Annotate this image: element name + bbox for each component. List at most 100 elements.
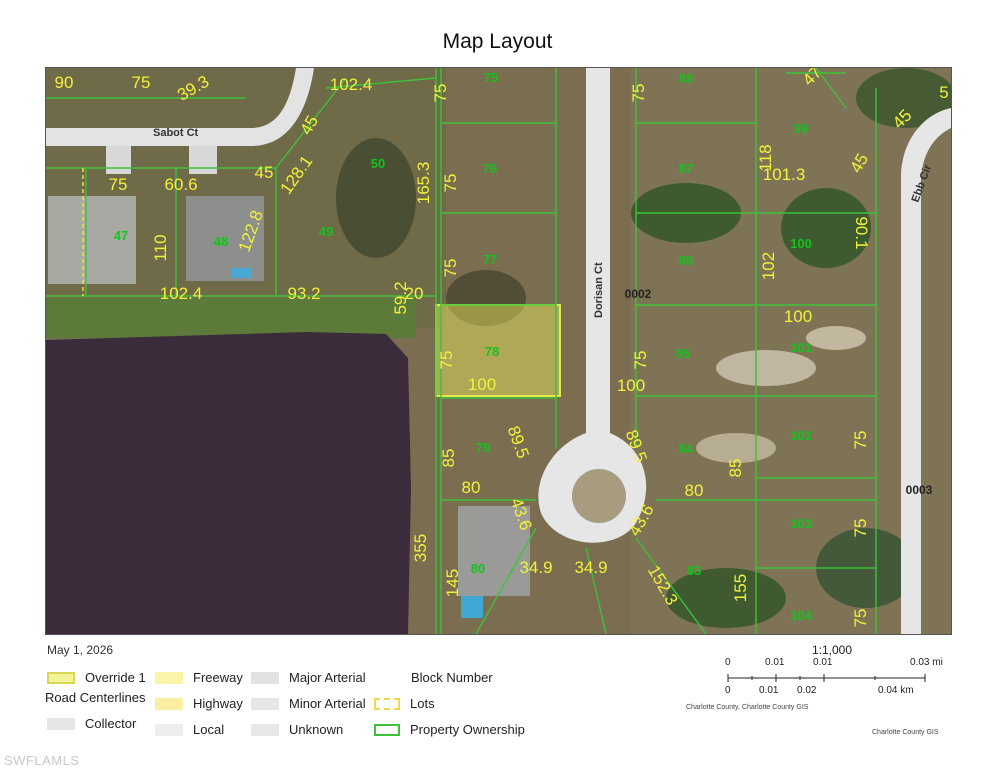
- lot-number-label: 104: [790, 608, 812, 623]
- block-number-label: 0002: [625, 287, 652, 301]
- local-swatch: [155, 723, 183, 736]
- dimension-label: 75: [629, 84, 648, 103]
- legend-collector: Collector: [47, 716, 136, 731]
- lake: [46, 332, 411, 634]
- lot-number-label: 48: [214, 234, 228, 249]
- scale-mi-2: 0.01: [813, 657, 833, 668]
- lot-number-label: 100: [790, 236, 812, 251]
- pool: [461, 596, 483, 618]
- driveway: [189, 146, 217, 174]
- dimension-label: 100: [468, 375, 496, 394]
- dimension-label: 75: [437, 351, 456, 370]
- lot-number-label: 49: [319, 224, 333, 239]
- sand-patch: [696, 433, 776, 463]
- ebb-cir-road: [901, 108, 951, 634]
- scale-km-1: 0.01: [759, 685, 779, 696]
- lot-number-label: 79: [476, 440, 490, 455]
- grass-bank: [46, 298, 416, 338]
- dimension-label: 102: [759, 252, 778, 280]
- unknown-swatch: [251, 723, 279, 736]
- legend-road-centerlines: Road Centerlines: [45, 690, 146, 705]
- vegetation: [666, 568, 786, 628]
- map-credit: Charlotte County GIS: [872, 729, 939, 736]
- dimension-label: 85: [439, 449, 458, 468]
- scale-mi-0: 0: [725, 657, 731, 668]
- scale-km-2: 0.02: [797, 685, 817, 696]
- road-label-sabot: Sabot Ct: [153, 127, 199, 139]
- dimension-label: 45: [255, 163, 274, 182]
- dorisan-ct-road: [538, 68, 647, 543]
- dimension-label: 155: [731, 574, 750, 602]
- dimension-label: 60.6: [164, 175, 197, 194]
- dimension-label: 118: [756, 144, 775, 171]
- minor-arterial-swatch: [251, 697, 279, 710]
- scale-ratio: 1:1,000: [811, 643, 853, 657]
- sand-patch: [806, 326, 866, 350]
- legend-property-ownership: Property Ownership: [374, 722, 525, 737]
- scale-mi-1: 0.01: [765, 657, 785, 668]
- lot-number-label: 76: [483, 161, 497, 176]
- dimension-label: 90: [55, 73, 74, 92]
- lots-swatch: [374, 697, 400, 710]
- vegetation: [856, 68, 951, 128]
- lot-number-label: 78: [485, 344, 499, 359]
- scale-bar: [727, 674, 926, 682]
- dimension-label: 80: [462, 478, 481, 497]
- page-title: Map Layout: [442, 30, 553, 53]
- dimension-label: 100: [617, 376, 645, 395]
- legend-major-arterial: Major Arterial: [251, 670, 366, 685]
- sabot-ct-road: [46, 68, 314, 146]
- dimension-label: 20: [405, 284, 424, 303]
- dimension-label: 102.4: [330, 75, 373, 94]
- dimension-label: 355: [411, 534, 430, 562]
- legend-highway: Highway: [155, 696, 243, 711]
- dimension-label: 90.1: [852, 216, 871, 249]
- legend-block-number: Block Number: [411, 670, 493, 685]
- dimension-label: 75: [851, 519, 870, 538]
- scale-km-0: 0: [725, 685, 731, 696]
- lot-number-label: 102: [790, 428, 812, 443]
- freeway-swatch: [155, 671, 183, 684]
- lot-number-label: 80: [471, 561, 485, 576]
- scale-credit: Charlotte County, Charlotte County GIS: [686, 704, 809, 711]
- scale-km-3: 0.04 km: [878, 685, 914, 696]
- lot-number-label: 47: [114, 228, 128, 243]
- block-number-label: 0003: [906, 483, 933, 497]
- lot-number-label: 103: [790, 516, 812, 531]
- lot-number-label: 86: [679, 253, 693, 268]
- lot-number-label: 75: [484, 70, 498, 85]
- dimension-label: 165.3: [414, 162, 433, 205]
- scale-mi-3: 0.03 mi: [910, 657, 943, 668]
- lot-number-label: 88: [679, 71, 693, 86]
- lot-number-label: 50: [371, 156, 385, 171]
- dimension-label: 75: [441, 259, 460, 278]
- vegetation: [446, 270, 526, 326]
- dimension-label: 75: [851, 609, 870, 628]
- collector-swatch: [47, 717, 75, 730]
- dimension-label: 145: [443, 569, 462, 597]
- major-arterial-swatch: [251, 671, 279, 684]
- vegetation: [336, 138, 416, 258]
- dimension-label: 75: [132, 73, 151, 92]
- dimension-label: 75: [441, 174, 460, 193]
- cul-de-sac-island: [572, 469, 626, 523]
- lot-number-label: 84: [679, 441, 694, 456]
- legend-lots: Lots: [374, 696, 435, 711]
- legend-unknown: Unknown: [251, 722, 343, 737]
- dimension-label: 5: [939, 83, 948, 102]
- override-swatch: [47, 671, 75, 684]
- vegetation: [781, 188, 871, 268]
- lot-number-label: 99: [794, 121, 808, 136]
- driveway: [106, 146, 131, 174]
- road-label-dorisan: Dorisan Ct: [593, 262, 605, 318]
- legend-freeway: Freeway: [155, 670, 243, 685]
- legend-override: Override 1: [47, 670, 146, 685]
- lot-number-label: 83: [687, 563, 701, 578]
- dimension-label: 75: [631, 351, 650, 370]
- lot-number-label: 77: [483, 252, 497, 267]
- legend-local: Local: [155, 722, 224, 737]
- house-roof: [48, 196, 136, 284]
- dimension-label: 34.9: [519, 558, 552, 577]
